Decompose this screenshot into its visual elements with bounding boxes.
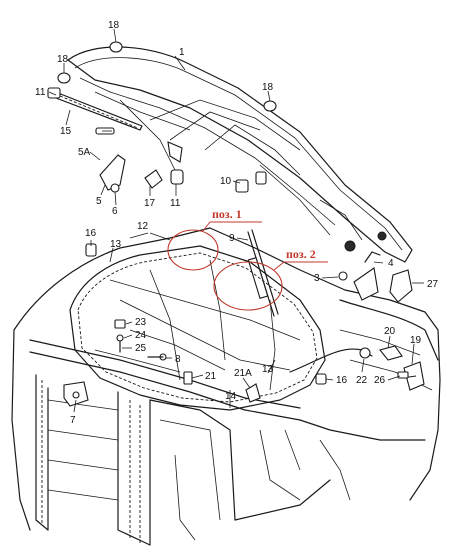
callout-19: 19 (410, 335, 422, 346)
callout-7: 7 (70, 415, 76, 426)
hood-panel (67, 46, 413, 263)
pos1-pointer (202, 221, 211, 232)
callout-4: 4 (388, 258, 394, 269)
lock-part (144, 141, 184, 189)
callout-6: 6 (112, 206, 118, 217)
callout-5: 5 (96, 196, 102, 207)
callout-12: 12 (137, 221, 149, 232)
callout-27: 27 (427, 279, 439, 290)
callout-10: 10 (220, 176, 232, 187)
callout-25: 25 (135, 343, 147, 354)
gas-strut-part (247, 229, 279, 317)
hinge-part (95, 127, 126, 193)
callout-16: 16 (336, 375, 348, 386)
pos2-pointer (273, 261, 285, 271)
position-annotations: поз. 1 поз. 2 (167, 207, 328, 311)
callout-17: 17 (144, 198, 156, 209)
callout-18: 18 (57, 54, 69, 65)
pos2-highlight-circle (213, 261, 283, 311)
callout-9: 9 (229, 233, 235, 244)
engine-bay-small-parts (63, 231, 425, 407)
callout-1: 1 (179, 47, 185, 58)
pos1-highlight-circle (167, 229, 219, 271)
callout-26: 26 (374, 375, 386, 386)
callout-3: 3 (314, 273, 320, 284)
callout-23: 23 (135, 317, 147, 328)
bracket-part-11 (47, 87, 61, 99)
callout-21a: 21A (234, 368, 252, 379)
callout-5a: 5A (78, 147, 91, 158)
callout-21: 21 (205, 371, 217, 382)
pos1-label: поз. 1 (212, 207, 242, 221)
callout-16: 16 (85, 228, 97, 239)
support-part (235, 171, 267, 193)
callout-18: 18 (108, 20, 120, 31)
callout-24: 24 (135, 330, 147, 341)
callout-11: 11 (170, 198, 181, 209)
part-number-labels: 18 1 18 11 18 15 5A 5 6 17 11 10 9 12 16… (35, 20, 439, 426)
callout-14: 14 (225, 391, 237, 402)
leader-lines (48, 28, 424, 413)
callout-18: 18 (262, 82, 274, 93)
callout-22: 22 (356, 375, 368, 386)
seal-strip-part (55, 92, 143, 131)
callout-13: 13 (110, 239, 122, 250)
callout-20: 20 (384, 326, 396, 337)
pos2-label: поз. 2 (286, 247, 316, 261)
callout-11: 11 (35, 87, 46, 98)
callout-15: 15 (60, 126, 72, 137)
callout-13: 13 (262, 364, 274, 375)
callout-8: 8 (175, 354, 181, 365)
